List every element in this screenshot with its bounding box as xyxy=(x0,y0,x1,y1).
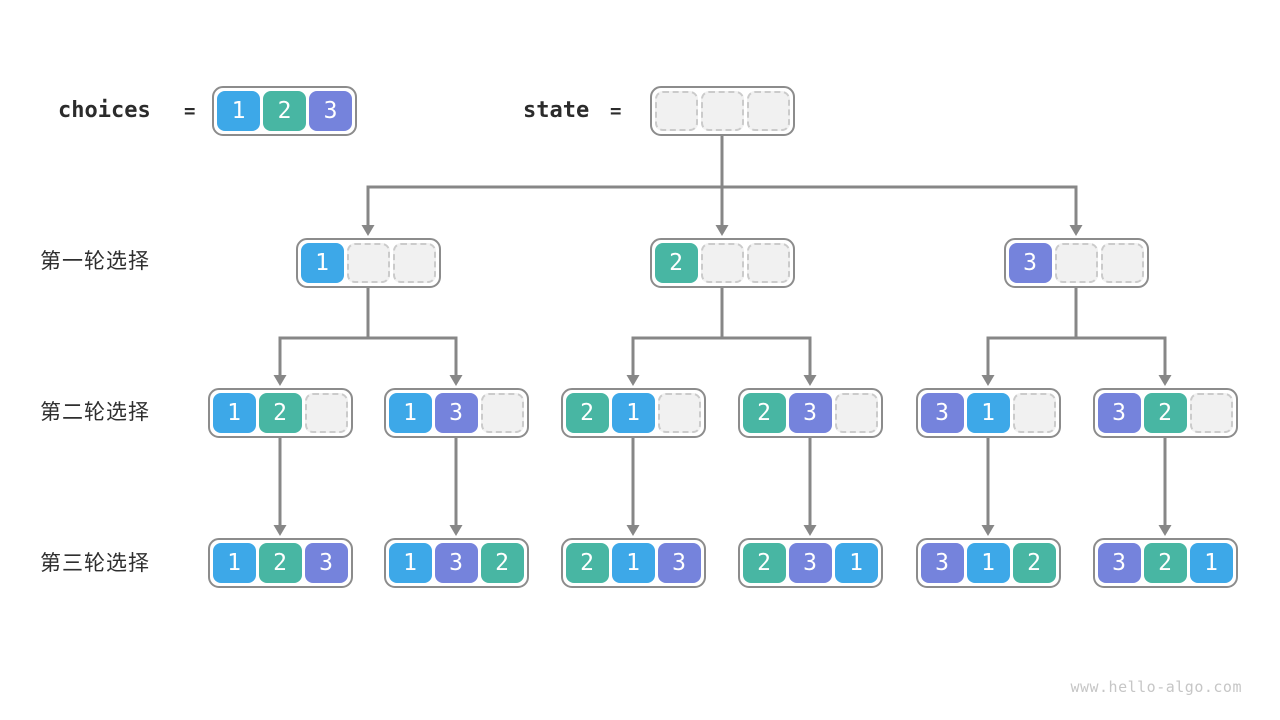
value-cell: 2 xyxy=(1143,543,1187,583)
choices-equals-sign: = xyxy=(184,100,196,122)
value-cell: 2 xyxy=(1012,543,1056,583)
value-cell: 3 xyxy=(434,543,478,583)
arrow-down-icon xyxy=(626,375,640,386)
value-cell: 2 xyxy=(263,91,306,131)
empty-cell xyxy=(392,243,436,283)
choices-label: choices xyxy=(58,98,151,123)
round-3-label: 第三轮选择 xyxy=(40,552,150,575)
arrow-down-icon xyxy=(361,225,375,236)
arrow-down-icon xyxy=(1158,375,1172,386)
value-cell: 1 xyxy=(217,91,260,131)
value-cell: 1 xyxy=(966,543,1010,583)
empty-cell xyxy=(746,243,790,283)
value-cell: 3 xyxy=(1008,243,1052,283)
value-cell: 1 xyxy=(300,243,344,283)
empty-cell xyxy=(304,393,348,433)
value-cell: 3 xyxy=(434,393,478,433)
state-equals-sign: = xyxy=(610,100,622,122)
value-cell: 1 xyxy=(388,393,432,433)
arrow-down-icon xyxy=(273,375,287,386)
empty-cell xyxy=(700,243,744,283)
empty-cell xyxy=(655,91,698,131)
value-cell: 1 xyxy=(611,393,655,433)
value-cell: 2 xyxy=(565,543,609,583)
value-cell: 1 xyxy=(212,543,256,583)
round-1-label: 第一轮选择 xyxy=(40,250,150,273)
value-cell: 2 xyxy=(742,393,786,433)
value-cell: 1 xyxy=(388,543,432,583)
empty-cell xyxy=(346,243,390,283)
value-cell: 1 xyxy=(611,543,655,583)
value-cell: 3 xyxy=(304,543,348,583)
value-cell: 1 xyxy=(834,543,878,583)
arrow-down-icon xyxy=(803,525,817,536)
array-box-round1-1: 1 xyxy=(295,238,441,288)
value-cell: 3 xyxy=(920,393,964,433)
array-box-round1-2: 2 xyxy=(649,238,795,288)
arrow-down-icon xyxy=(981,375,995,386)
empty-cell xyxy=(701,91,744,131)
arrow-down-icon xyxy=(449,375,463,386)
arrow-down-icon xyxy=(626,525,640,536)
value-cell: 2 xyxy=(480,543,524,583)
arrow-down-icon xyxy=(449,525,463,536)
value-cell: 1 xyxy=(1189,543,1233,583)
empty-cell xyxy=(1012,393,1056,433)
empty-cell xyxy=(1100,243,1144,283)
value-cell: 2 xyxy=(258,393,302,433)
state-array-box xyxy=(650,86,795,136)
arrow-down-icon xyxy=(1158,525,1172,536)
round-2-label: 第二轮选择 xyxy=(40,401,150,424)
arrow-down-icon xyxy=(1069,225,1083,236)
empty-cell xyxy=(747,91,790,131)
empty-cell xyxy=(1189,393,1233,433)
value-cell: 3 xyxy=(309,91,352,131)
value-cell: 1 xyxy=(966,393,1010,433)
value-cell: 3 xyxy=(657,543,701,583)
value-cell: 3 xyxy=(788,393,832,433)
arrow-down-icon xyxy=(803,375,817,386)
arrow-down-icon xyxy=(715,225,729,236)
value-cell: 2 xyxy=(258,543,302,583)
value-cell: 3 xyxy=(788,543,832,583)
empty-cell xyxy=(834,393,878,433)
value-cell: 2 xyxy=(654,243,698,283)
value-cell: 3 xyxy=(920,543,964,583)
value-cell: 2 xyxy=(1143,393,1187,433)
empty-cell xyxy=(480,393,524,433)
value-cell: 2 xyxy=(565,393,609,433)
value-cell: 1 xyxy=(212,393,256,433)
empty-cell xyxy=(1054,243,1098,283)
value-cell: 3 xyxy=(1097,393,1141,433)
array-box-round1-3: 3 xyxy=(1003,238,1149,288)
empty-cell xyxy=(657,393,701,433)
watermark: www.hello-algo.com xyxy=(1070,678,1242,696)
state-label: state xyxy=(523,98,590,123)
value-cell: 2 xyxy=(742,543,786,583)
arrow-down-icon xyxy=(981,525,995,536)
value-cell: 3 xyxy=(1097,543,1141,583)
arrow-down-icon xyxy=(273,525,287,536)
